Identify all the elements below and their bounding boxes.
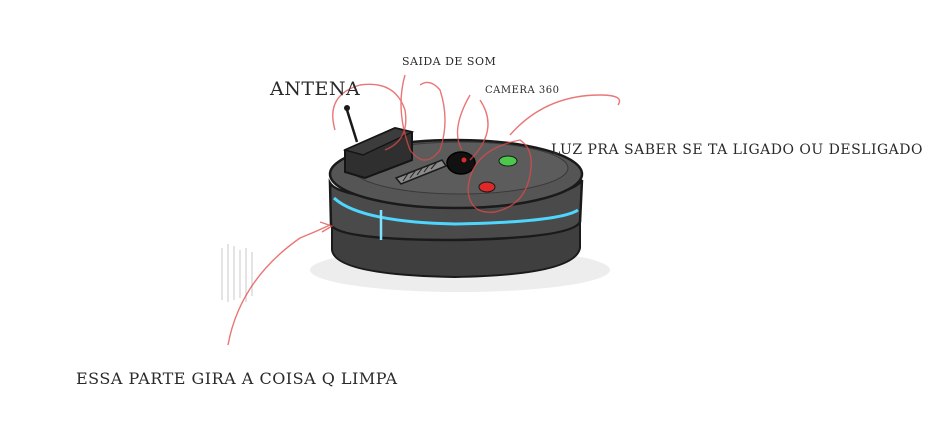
- antenna-unit: [342, 105, 415, 180]
- glow-ring: [332, 196, 579, 226]
- camera-label: CAMERA 360: [485, 85, 560, 96]
- motion-hatching: [221, 244, 253, 302]
- power-light-label: LUZ PRA SABER SE TA LIGADO OU DESLIGADO: [551, 142, 923, 158]
- status-light-red: [478, 181, 496, 193]
- sound-output-label: SAIDA DE SOM: [402, 55, 497, 68]
- rotating-part-label: ESSA PARTE GIRA A COISA Q LIMPA: [76, 369, 398, 388]
- annotation-lines: [227, 74, 621, 346]
- camera-dome: [446, 151, 476, 175]
- status-light-green: [498, 155, 518, 167]
- speaker-grill: [394, 159, 448, 185]
- antenna-label: ANTENA: [270, 78, 361, 100]
